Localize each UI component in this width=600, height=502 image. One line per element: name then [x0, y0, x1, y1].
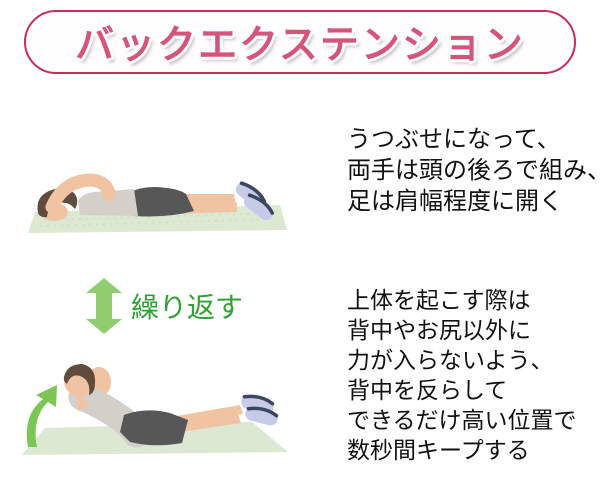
instruction-line: 両手は頭の後ろで組み、 [347, 157, 600, 184]
curved-up-arrow-icon [26, 385, 57, 447]
back-arch-illustration [22, 364, 288, 455]
person-figure [37, 173, 275, 221]
person-figure [63, 364, 279, 448]
shoe-icon [245, 406, 279, 426]
instruction-line: うつぶせになって、 [347, 126, 561, 153]
prone-position-illustration [28, 173, 287, 233]
instruction-step-1: うつぶせになって、 両手は頭の後ろで組み、 足は肩幅程度に開く [347, 124, 600, 217]
instruction-step-2: 上体を起こす際は 背中やお尻以外に 力が入らないよう、 背中を反らして できるだ… [347, 285, 597, 465]
page-title: バックエクステンション [75, 24, 525, 67]
instruction-line: 数秒間キープする [347, 437, 530, 463]
instruction-line: 背中やお尻以外に [347, 317, 531, 343]
double-vertical-arrow-icon [86, 278, 122, 334]
instruction-line: 上体を起こす際は [347, 287, 531, 313]
instruction-line: 力が入らないよう、 [347, 347, 554, 373]
title-banner: バックエクステンション [24, 10, 576, 74]
shoe-icon [243, 193, 275, 221]
instruction-line: 背中を反らして [347, 377, 508, 403]
repeat-label: 繰り返す [131, 292, 244, 323]
instruction-line: できるだけ高い位置で [347, 407, 577, 433]
instruction-line: 足は肩幅程度に開く [347, 188, 563, 215]
